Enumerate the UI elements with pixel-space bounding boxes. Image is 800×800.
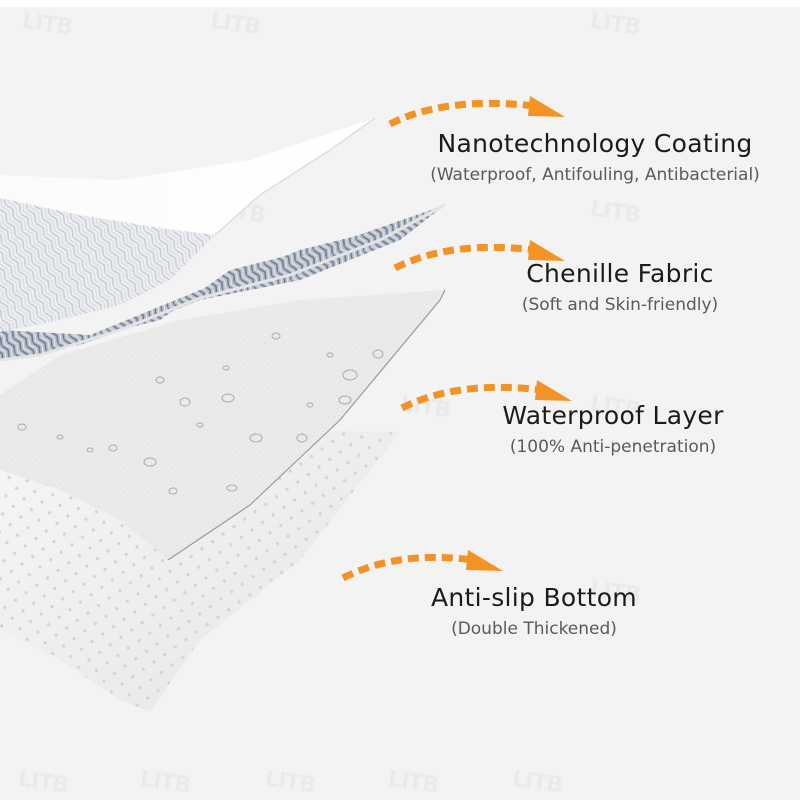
label-nanotechnology-coating: Nanotechnology Coating (Waterproof, Anti… <box>390 128 800 188</box>
layer-subtitle: (Waterproof, Antifouling, Antibacterial) <box>430 165 760 185</box>
dashed-curved-arrow-icon <box>400 380 572 412</box>
dashed-curved-arrow-icon <box>388 96 565 128</box>
label-waterproof-layer: Waterproof Layer (100% Anti-penetration) <box>463 400 763 460</box>
layer-title: Waterproof Layer <box>502 401 724 430</box>
layer-subtitle: (Double Thickened) <box>451 619 617 639</box>
layer-title: Chenille Fabric <box>526 259 714 288</box>
dashed-curved-arrow-icon <box>393 240 565 272</box>
dashed-curved-arrow-icon <box>341 550 503 582</box>
layer-title: Anti-slip Bottom <box>431 583 637 612</box>
chenille-fabric-layer <box>0 203 446 362</box>
label-anti-slip-bottom: Anti-slip Bottom (Double Thickened) <box>384 582 684 642</box>
layer-subtitle: (100% Anti-penetration) <box>509 437 717 457</box>
layer-title: Nanotechnology Coating <box>437 129 753 158</box>
waterproof-layer <box>0 289 446 561</box>
top-white-strip <box>0 0 800 7</box>
label-chenille-fabric: Chenille Fabric (Soft and Skin-friendly) <box>470 258 770 318</box>
layer-subtitle: (Soft and Skin-friendly) <box>521 295 719 315</box>
nanotech-coating-layer <box>0 117 376 236</box>
chenille-light-underside <box>0 195 215 332</box>
